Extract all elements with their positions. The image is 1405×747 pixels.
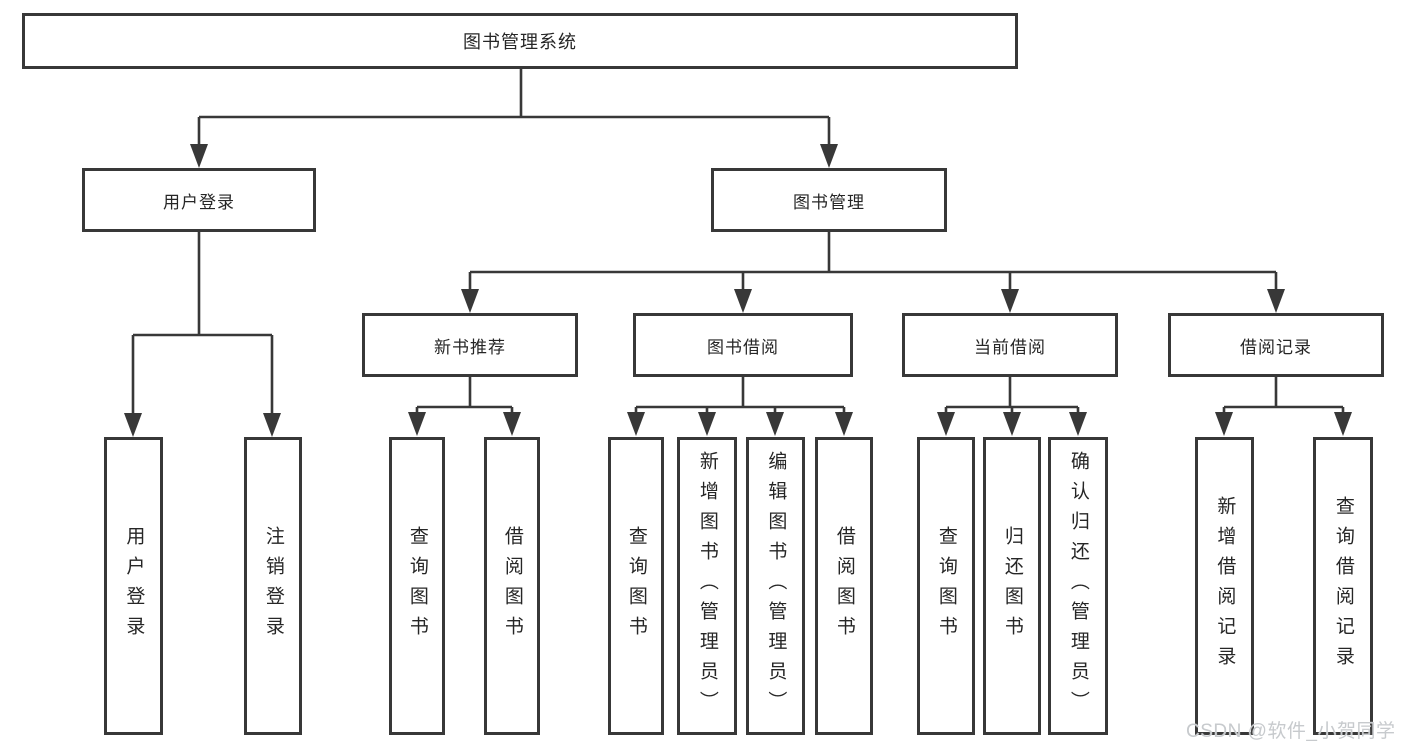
node-label: 图书管理 <box>793 192 865 212</box>
leaf-label: 查询图书 <box>935 526 957 646</box>
leaf-label: 编辑图书（管理员） <box>765 451 787 721</box>
leaf-label: 用户登录 <box>123 526 145 646</box>
node-label: 图书管理系统 <box>463 32 577 52</box>
leaf-label: 查询图书 <box>406 526 428 646</box>
leaf-add-books-admin: 新增图书（管理员） <box>677 437 737 735</box>
leaf-query-books-1: 查询图书 <box>389 437 445 735</box>
leaf-edit-books-admin: 编辑图书（管理员） <box>746 437 805 735</box>
node-label: 新书推荐 <box>434 337 506 357</box>
node-label: 当前借阅 <box>974 337 1046 357</box>
leaf-label: 注销登录 <box>262 526 284 646</box>
csdn-watermark: CSDN @软件_小贺同学 <box>1186 721 1396 742</box>
node-user-login-branch: 用户登录 <box>82 168 316 232</box>
leaf-label: 确认归还（管理员） <box>1067 451 1089 721</box>
leaf-confirm-return-admin: 确认归还（管理员） <box>1048 437 1108 735</box>
leaf-borrow-books-1: 借阅图书 <box>484 437 540 735</box>
leaf-query-borrow-record: 查询借阅记录 <box>1313 437 1373 735</box>
node-library-management-system: 图书管理系统 <box>22 13 1018 69</box>
node-borrowing-records: 借阅记录 <box>1168 313 1384 377</box>
node-book-borrowing: 图书借阅 <box>633 313 853 377</box>
node-current-borrowing: 当前借阅 <box>902 313 1118 377</box>
node-label: 借阅记录 <box>1240 337 1312 357</box>
leaf-borrow-books-2: 借阅图书 <box>815 437 873 735</box>
leaf-logout: 注销登录 <box>244 437 302 735</box>
node-label: 用户登录 <box>163 192 235 212</box>
node-book-management-branch: 图书管理 <box>711 168 947 232</box>
leaf-label: 新增图书（管理员） <box>696 451 718 721</box>
leaf-label: 借阅图书 <box>501 526 523 646</box>
node-label: 图书借阅 <box>707 337 779 357</box>
leaf-label: 借阅图书 <box>833 526 855 646</box>
leaf-label: 查询图书 <box>625 526 647 646</box>
leaf-query-books-3: 查询图书 <box>917 437 975 735</box>
leaf-query-books-2: 查询图书 <box>608 437 664 735</box>
leaf-label: 新增借阅记录 <box>1214 496 1236 676</box>
leaf-label: 归还图书 <box>1001 526 1023 646</box>
leaf-user-login: 用户登录 <box>104 437 163 735</box>
leaf-return-books: 归还图书 <box>983 437 1041 735</box>
leaf-label: 查询借阅记录 <box>1332 496 1354 676</box>
leaf-add-borrow-record: 新增借阅记录 <box>1195 437 1254 735</box>
node-new-book-recommendation: 新书推荐 <box>362 313 578 377</box>
